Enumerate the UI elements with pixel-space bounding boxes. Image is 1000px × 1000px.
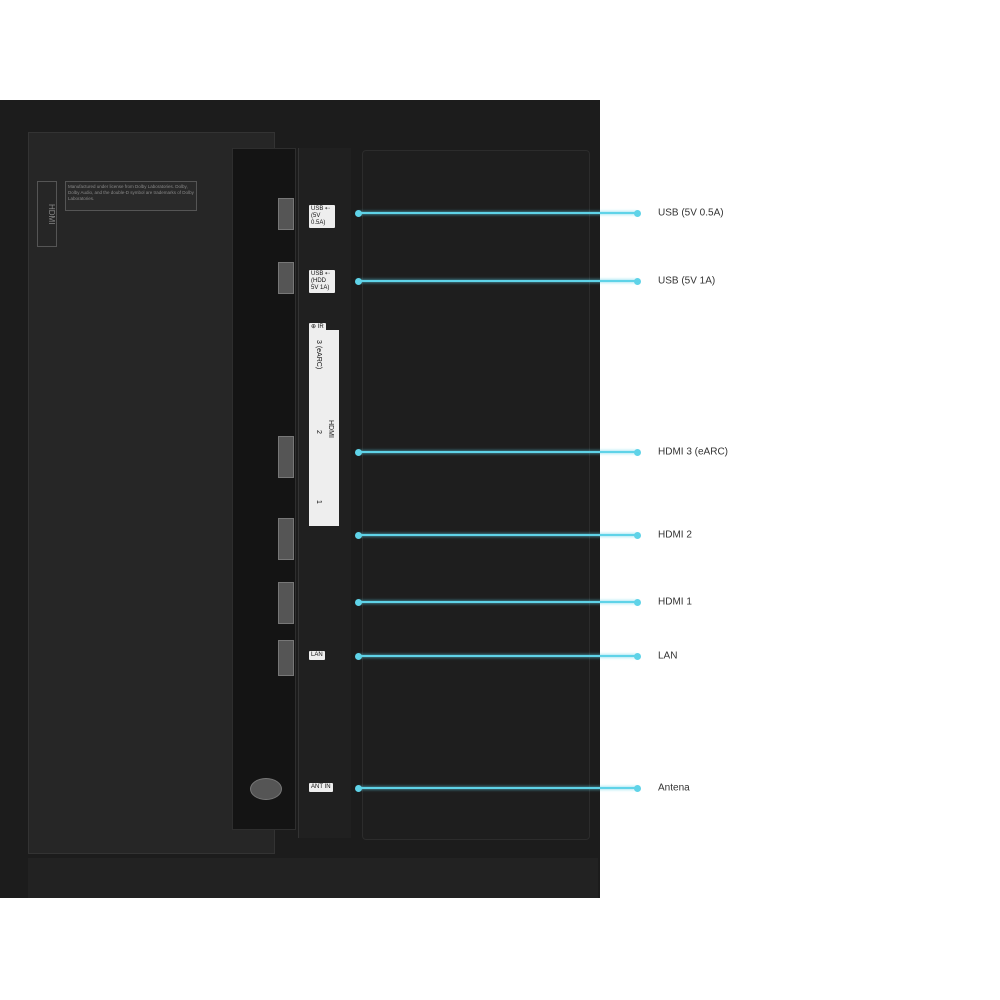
callout-line <box>358 212 637 214</box>
hdmi-port-1 <box>278 582 294 624</box>
callout-dot <box>355 449 362 456</box>
callout-dot <box>355 785 362 792</box>
port-strip <box>232 148 296 830</box>
callout-label: HDMI 3 (eARC) <box>658 446 729 458</box>
callout-label: USB (5V 0.5A) <box>658 207 724 219</box>
hdmi-port-2 <box>278 518 294 560</box>
callout-label: HDMI 2 <box>658 529 692 541</box>
ant-port-label: ANT IN <box>309 783 333 792</box>
usb-port-1 <box>278 198 294 230</box>
callout-dot <box>355 278 362 285</box>
usb2-port-label: USB ⇠ (HDD 5V 1A) <box>309 270 335 293</box>
hdmi-port-3 <box>278 436 294 478</box>
callout-line <box>358 601 637 603</box>
callout-line <box>358 280 637 282</box>
ir-port-label: ⊕ IR <box>309 323 326 332</box>
callout-dot <box>634 653 641 660</box>
callout-label: USB (5V 1A) <box>658 275 716 287</box>
hdmi-label: HDMI <box>327 420 334 438</box>
hdmi3-label: 3 (eARC) <box>315 340 322 370</box>
callout-line <box>358 534 637 536</box>
tv-back-panel: HDMI Manufactured under license from Dol… <box>0 100 600 898</box>
callout-label: Antena <box>658 782 690 794</box>
callout-dot <box>634 599 641 606</box>
callout-dot <box>634 210 641 217</box>
callout-dot <box>634 785 641 792</box>
hdmi-label-box: 3 (eARC) HDMI 2 1 <box>309 330 339 526</box>
callout-line <box>358 655 637 657</box>
lan-port-label: LAN <box>309 651 325 660</box>
hdmi1-label: 1 <box>315 500 322 504</box>
lan-port <box>278 640 294 676</box>
callout-line <box>358 787 637 789</box>
callout-label: LAN <box>658 650 678 662</box>
callout-dot <box>634 449 641 456</box>
dolby-sticker: Manufactured under license from Dolby La… <box>65 181 197 211</box>
callout-dot <box>355 599 362 606</box>
callout-line <box>358 451 637 453</box>
callout-dot <box>355 210 362 217</box>
stand-base <box>28 858 598 898</box>
usb-port-2 <box>278 262 294 294</box>
hdmi2-label: 2 <box>315 430 322 434</box>
callout-dot <box>634 278 641 285</box>
hdmi-logo: HDMI <box>37 181 57 247</box>
usb1-port-label: USB ⇠ (5V 0.5A) <box>309 205 335 228</box>
right-panel <box>362 150 590 840</box>
callout-dot <box>355 532 362 539</box>
antenna-port <box>250 778 282 800</box>
callout-dot <box>634 532 641 539</box>
callout-label: HDMI 1 <box>658 596 692 608</box>
callout-dot <box>355 653 362 660</box>
